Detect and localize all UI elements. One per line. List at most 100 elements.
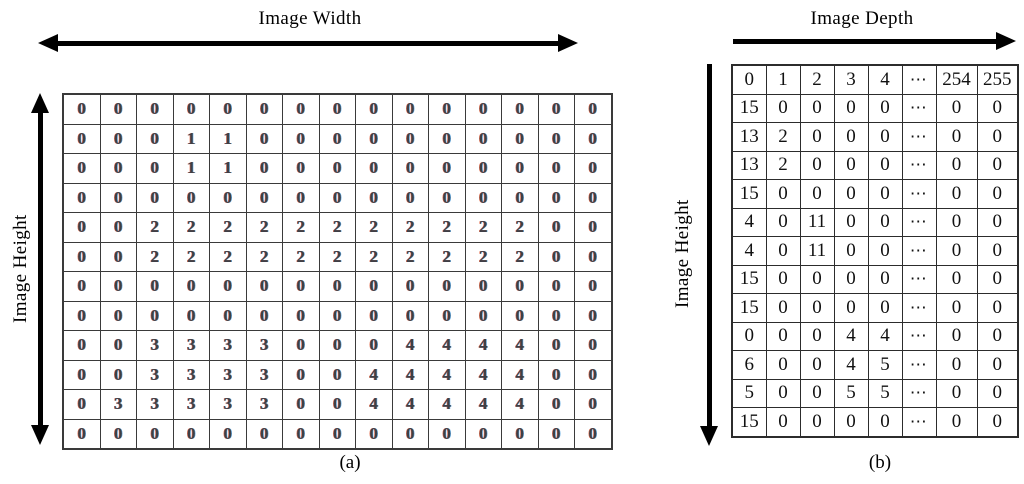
depth-cell: 0 <box>935 236 978 266</box>
pixel-cell: 0 <box>391 418 429 450</box>
depth-cell: 0 <box>935 350 978 380</box>
pixel-cell: 0 <box>428 182 466 213</box>
pixel-cell: 0 <box>574 182 612 213</box>
pixel-cell: 0 <box>99 241 137 272</box>
image-height-label-b: Image Height <box>672 199 693 309</box>
depth-cell: 4 <box>833 321 869 351</box>
pixel-cell: 0 <box>391 271 429 302</box>
arrow-shaft <box>50 40 566 46</box>
pixel-cell: 0 <box>574 123 612 154</box>
pixel-cell: 0 <box>428 271 466 302</box>
depth-cell: 0 <box>867 150 903 180</box>
pixel-cell: 4 <box>501 389 539 420</box>
depth-cell: 0 <box>799 179 835 209</box>
depth-cell: 0 <box>976 378 1019 408</box>
pixel-cell: 0 <box>282 153 320 184</box>
pixel-cell: 0 <box>391 182 429 213</box>
pixel-cell: 0 <box>62 93 101 125</box>
pixel-cell: 0 <box>209 300 247 331</box>
image-height-arrow-b <box>700 64 718 446</box>
pixel-cell: 0 <box>62 182 101 213</box>
pixel-cell: 2 <box>172 241 210 272</box>
pixel-cell: 0 <box>99 93 137 125</box>
pixel-cell: 0 <box>99 212 137 243</box>
depth-cell: 0 <box>765 179 801 209</box>
depth-cell: 0 <box>935 93 978 123</box>
depth-cell: 15 <box>731 293 767 323</box>
pixel-cell: 3 <box>245 389 283 420</box>
depth-cell: ⋯ <box>901 236 937 266</box>
depth-cell: 0 <box>935 321 978 351</box>
pixel-cell: 0 <box>245 153 283 184</box>
depth-cell: 0 <box>799 122 835 152</box>
pixel-cell: 0 <box>318 330 356 361</box>
pixel-cell: 2 <box>428 241 466 272</box>
pixel-cell: 0 <box>574 389 612 420</box>
depth-cell: 0 <box>833 150 869 180</box>
depth-cell: 0 <box>799 350 835 380</box>
pixel-cell: 2 <box>136 212 174 243</box>
pixel-cell: 0 <box>282 182 320 213</box>
pixel-cell: 0 <box>464 300 502 331</box>
pixel-cell: 0 <box>62 241 101 272</box>
depth-cell: 0 <box>765 207 801 237</box>
pixel-cell: 3 <box>136 330 174 361</box>
pixel-cell: 0 <box>501 271 539 302</box>
depth-cell: 0 <box>976 150 1019 180</box>
pixel-cell: 0 <box>245 271 283 302</box>
pixel-cell: 0 <box>501 123 539 154</box>
depth-cell: 11 <box>799 207 835 237</box>
pixel-cell: 0 <box>136 300 174 331</box>
arrow-head-down-icon <box>31 425 49 445</box>
depth-cell: 5 <box>731 378 767 408</box>
depth-cell: 0 <box>976 407 1019 437</box>
arrow-head-right-icon <box>996 32 1016 50</box>
depth-cell: 0 <box>867 93 903 123</box>
depth-cell: 0 <box>765 236 801 266</box>
image-width-label: Image Width <box>258 8 362 29</box>
pixel-cell: 2 <box>428 212 466 243</box>
depth-cell: 13 <box>731 150 767 180</box>
pixel-cell: 0 <box>318 153 356 184</box>
pixel-cell: 2 <box>245 241 283 272</box>
pixel-cell: 0 <box>428 153 466 184</box>
pixel-cell: 2 <box>136 241 174 272</box>
arrow-shaft <box>37 105 43 433</box>
pixel-cell: 0 <box>574 241 612 272</box>
depth-cell: 5 <box>867 350 903 380</box>
pixel-cell: 0 <box>428 418 466 450</box>
depth-cell: ⋯ <box>901 264 937 294</box>
pixel-cell: 2 <box>282 241 320 272</box>
pixel-cell: 1 <box>172 123 210 154</box>
depth-cell: 0 <box>935 407 978 437</box>
pixel-cell: 0 <box>99 359 137 390</box>
pixel-cell: 0 <box>391 123 429 154</box>
depth-column-header: 0 <box>731 64 767 95</box>
pixel-cell: 0 <box>537 241 575 272</box>
depth-column-header: ⋯ <box>901 64 937 95</box>
depth-cell: 0 <box>867 207 903 237</box>
depth-cell: 0 <box>935 293 978 323</box>
depth-cell: 0 <box>976 122 1019 152</box>
pixel-cell: 4 <box>501 330 539 361</box>
pixel-cell: 4 <box>428 389 466 420</box>
depth-column-header: 4 <box>867 64 903 95</box>
depth-cell: 0 <box>976 93 1019 123</box>
depth-cell: 0 <box>765 264 801 294</box>
pixel-cell: 2 <box>172 212 210 243</box>
pixel-cell: 0 <box>282 389 320 420</box>
pixel-cell: 2 <box>355 212 393 243</box>
image-width-arrow <box>38 34 578 52</box>
pixel-cell: 0 <box>136 418 174 450</box>
depth-cell: 0 <box>935 122 978 152</box>
depth-cell: ⋯ <box>901 122 937 152</box>
depth-cell: 0 <box>976 236 1019 266</box>
